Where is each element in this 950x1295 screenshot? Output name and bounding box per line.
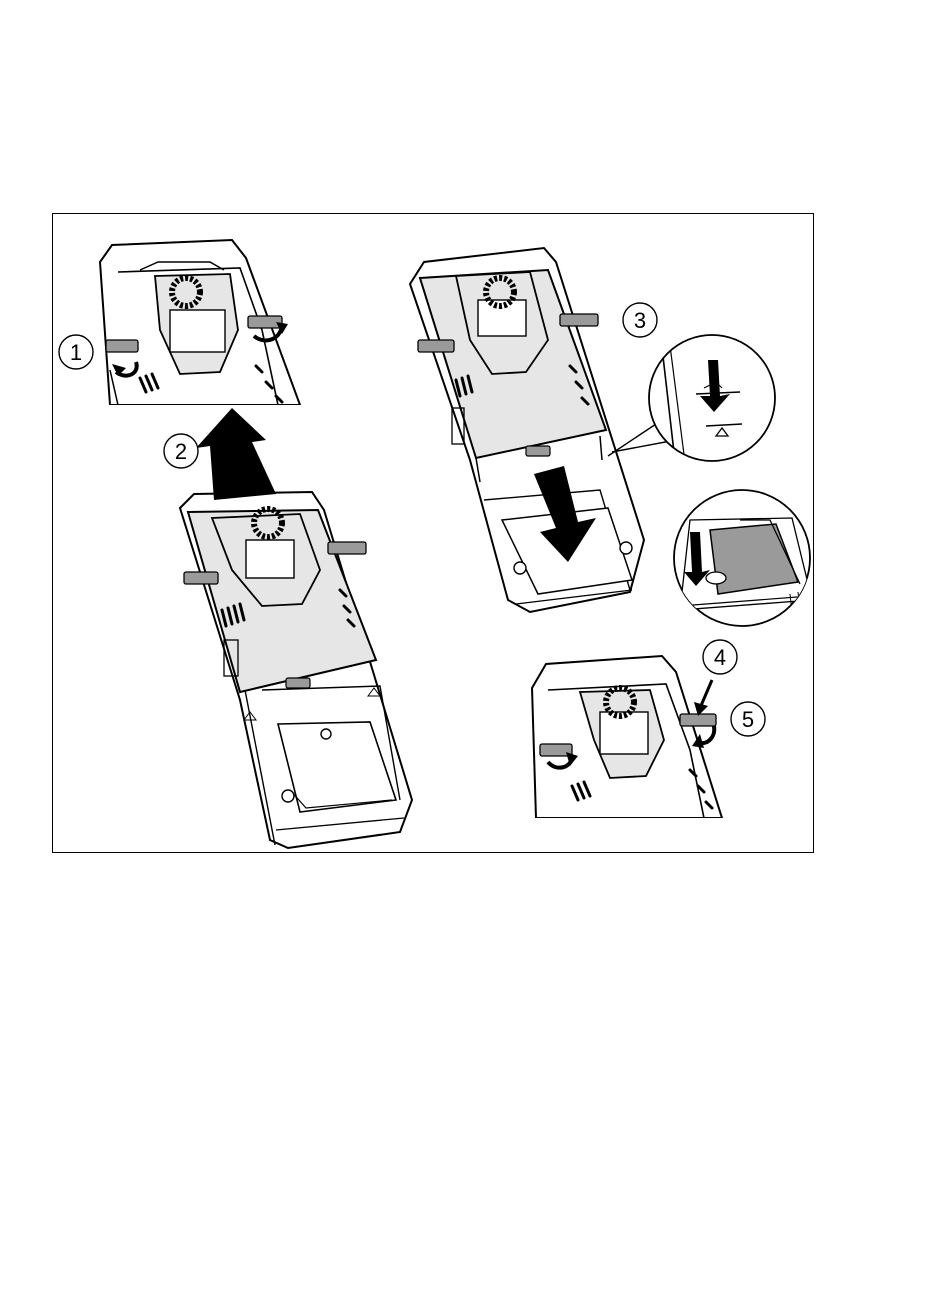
callout-circle-icon (674, 490, 812, 626)
straight-arrow-icon (694, 680, 712, 716)
step-callout-5: 5 (731, 702, 765, 736)
step-callout-3: 3 (623, 303, 657, 337)
straight-arrow-icon (196, 408, 276, 500)
view-1-unlock-latches (100, 240, 300, 405)
svg-text:3: 3 (634, 308, 646, 333)
svg-text:4: 4 (714, 645, 726, 670)
step-callout-1: 1 (59, 335, 93, 369)
view-3-slide-cover (410, 248, 644, 612)
svg-text:5: 5 (742, 707, 754, 732)
svg-text:1: 1 (70, 340, 82, 365)
step-callout-4: 4 (703, 640, 737, 674)
view-4-lock-latches (532, 656, 722, 818)
step-callout-2: 2 (164, 434, 198, 468)
svg-text:2: 2 (175, 439, 187, 464)
view-2-lift-stand (180, 492, 412, 848)
callout-circle-icon (608, 330, 775, 470)
